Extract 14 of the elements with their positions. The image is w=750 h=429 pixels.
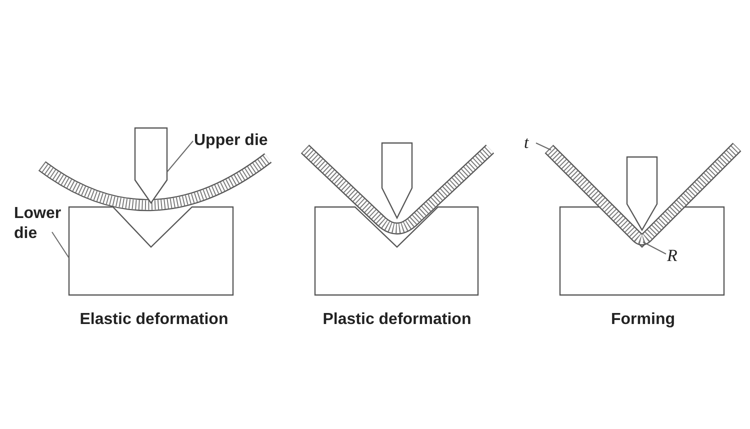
die-drawing [134,127,168,204]
caption: Forming [610,310,676,330]
callout-label: t [524,130,536,156]
callout-label: Lower die [14,204,64,244]
leader-line [642,242,666,254]
leader-line [166,140,194,172]
sheet-metal-strip [544,142,742,246]
callout-label: Upper die [194,129,284,153]
leader-line [52,232,70,258]
callout-label: R [667,243,683,268]
die-drawing [68,206,234,296]
leader-line [536,142,552,150]
caption: Elastic deformation [78,310,230,330]
caption: Plastic deformation [322,310,472,330]
